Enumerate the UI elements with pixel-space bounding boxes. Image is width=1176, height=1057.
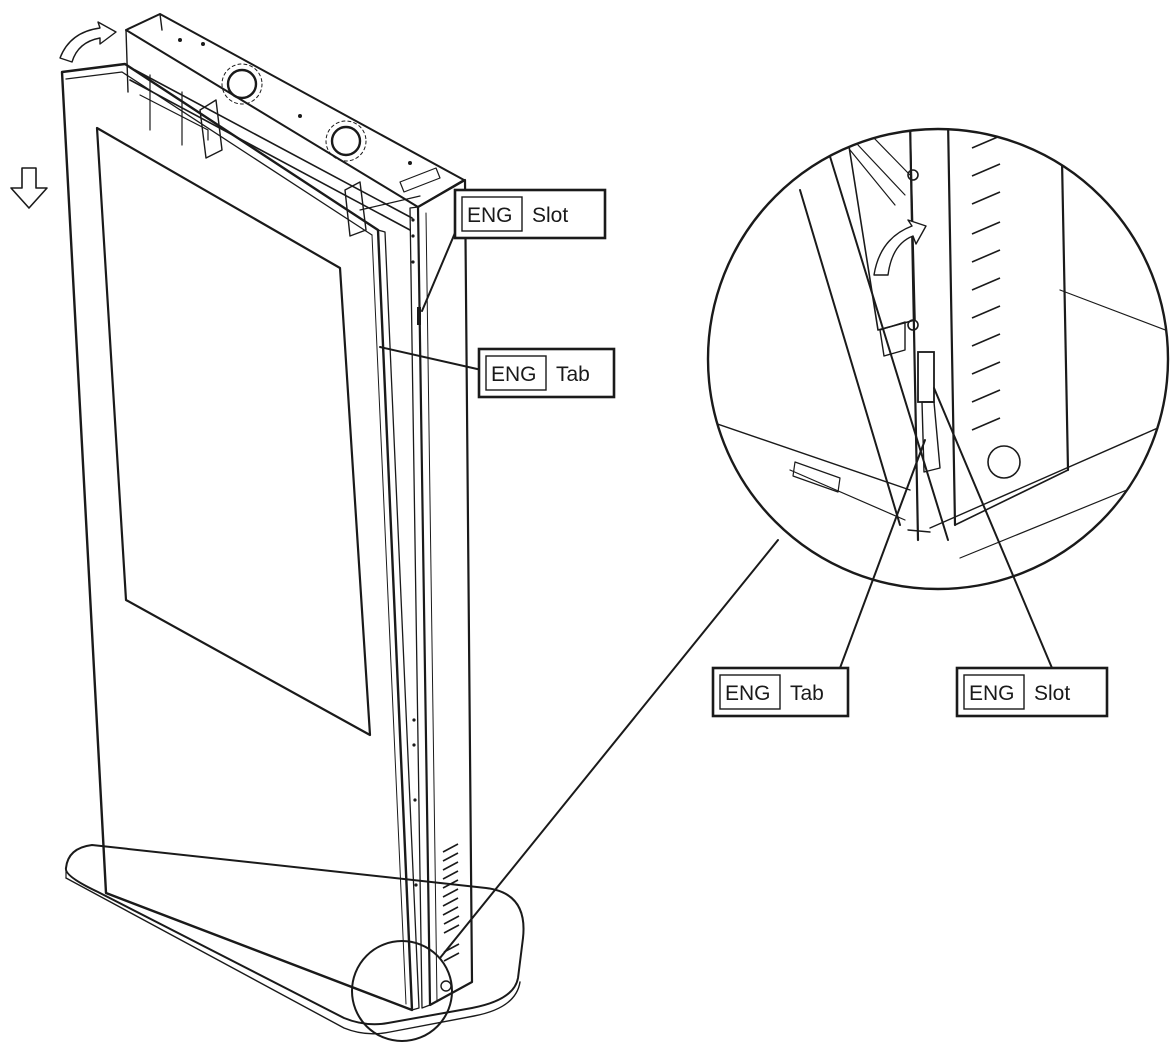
curved-arrow-icon — [59, 21, 117, 63]
leader-lines — [379, 220, 1053, 669]
callout-eng-slot-top: ENG Slot — [453, 188, 607, 240]
detail-circle-outline — [706, 127, 1170, 591]
detail-connector-line — [439, 539, 779, 959]
kiosk-front-panel — [60, 62, 420, 1012]
detail-view — [706, 127, 1170, 591]
callout-word: Tab — [556, 363, 590, 386]
curved-arrow-icon — [873, 219, 927, 276]
callout-word: Slot — [1034, 682, 1070, 705]
callout-code: ENG — [467, 204, 513, 227]
kiosk-illustration — [10, 13, 525, 1042]
kiosk-top-chassis — [125, 13, 465, 237]
down-arrow-icon — [10, 167, 48, 209]
fan-icon — [325, 120, 367, 162]
callout-code: ENG — [491, 363, 537, 386]
kiosk-display-outline — [95, 126, 372, 737]
callout-eng-slot-detail: ENG Slot — [955, 666, 1109, 718]
callout-word: Slot — [532, 204, 568, 227]
callout-eng-tab-top: ENG Tab — [477, 347, 616, 399]
fan-icon — [221, 63, 263, 105]
callout-eng-tab-detail: ENG Tab — [711, 666, 850, 718]
detail-marker-circle — [351, 940, 453, 1042]
kiosk-base — [64, 844, 525, 1035]
callout-word: Tab — [790, 682, 824, 705]
callout-code: ENG — [725, 682, 771, 705]
callout-code: ENG — [969, 682, 1015, 705]
